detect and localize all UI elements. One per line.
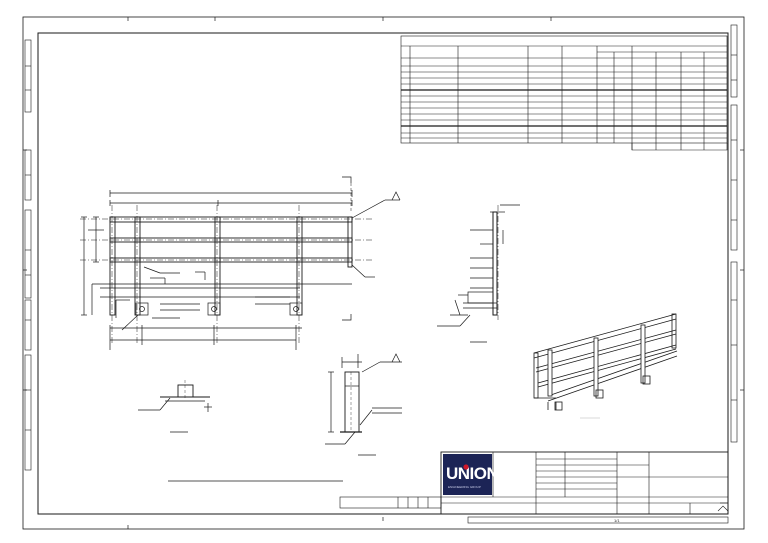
isometric-view [533, 313, 678, 419]
left-margin-strips [24, 39, 32, 471]
logo-tagline: ENGINEERING GROUP [448, 485, 481, 489]
company-logo: UNION ENGINEERING GROUP [443, 454, 499, 495]
title-block [339, 451, 729, 524]
logo-background [443, 454, 492, 495]
sheet-number: 1/1 [614, 518, 620, 523]
parts-list-table [400, 35, 728, 151]
sheet-border [22, 16, 745, 530]
front-elevation-view [80, 176, 401, 350]
base-plate-detail-view [138, 380, 212, 433]
right-margin-strips [730, 24, 738, 443]
logo-red-mark [463, 464, 469, 470]
side-section-view [437, 204, 520, 343]
logo-wordmark: UNION [446, 464, 499, 483]
post-detail-view [325, 353, 402, 456]
